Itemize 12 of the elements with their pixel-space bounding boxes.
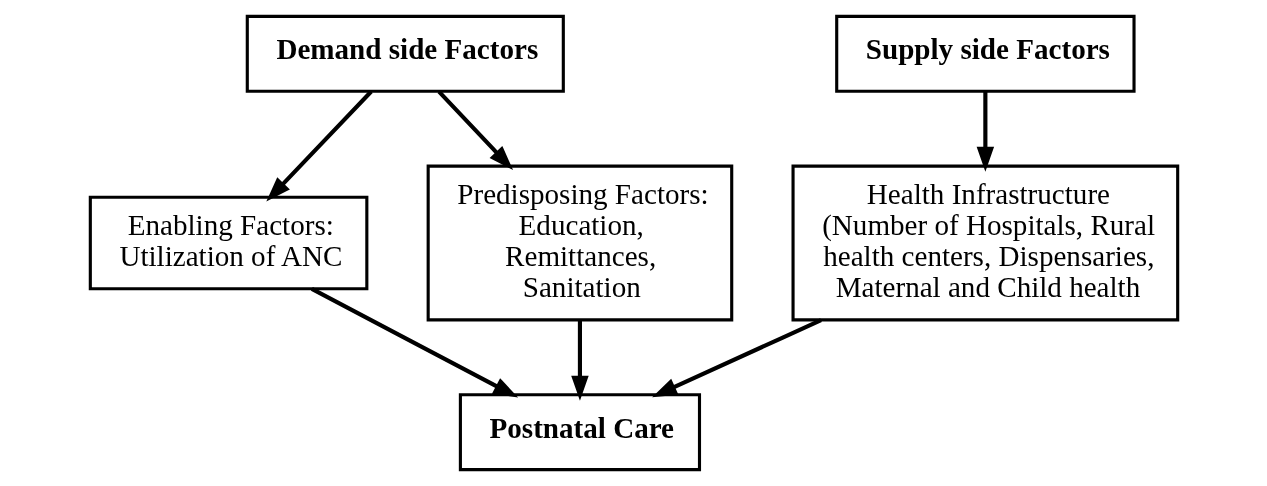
node-box: Postnatal Care <box>458 393 701 472</box>
node-box: Supply side Factors <box>834 14 1136 93</box>
node-box: Enabling Factors: Utilization of ANC <box>88 195 368 291</box>
node-box: Health Infrastructure (Number of Hospitals, Rural health centers, Dispensaries, Maternal and Child health <box>791 164 1179 322</box>
node-box: Demand side Factors <box>245 14 565 93</box>
node-box: Predisposing Factors: Education, Remittances, Sanitation <box>426 164 733 322</box>
arrow <box>310 287 518 398</box>
arrow <box>570 320 589 401</box>
arrow <box>265 90 373 202</box>
arrow <box>976 91 994 172</box>
arrow <box>436 90 513 171</box>
arrow <box>651 318 822 398</box>
